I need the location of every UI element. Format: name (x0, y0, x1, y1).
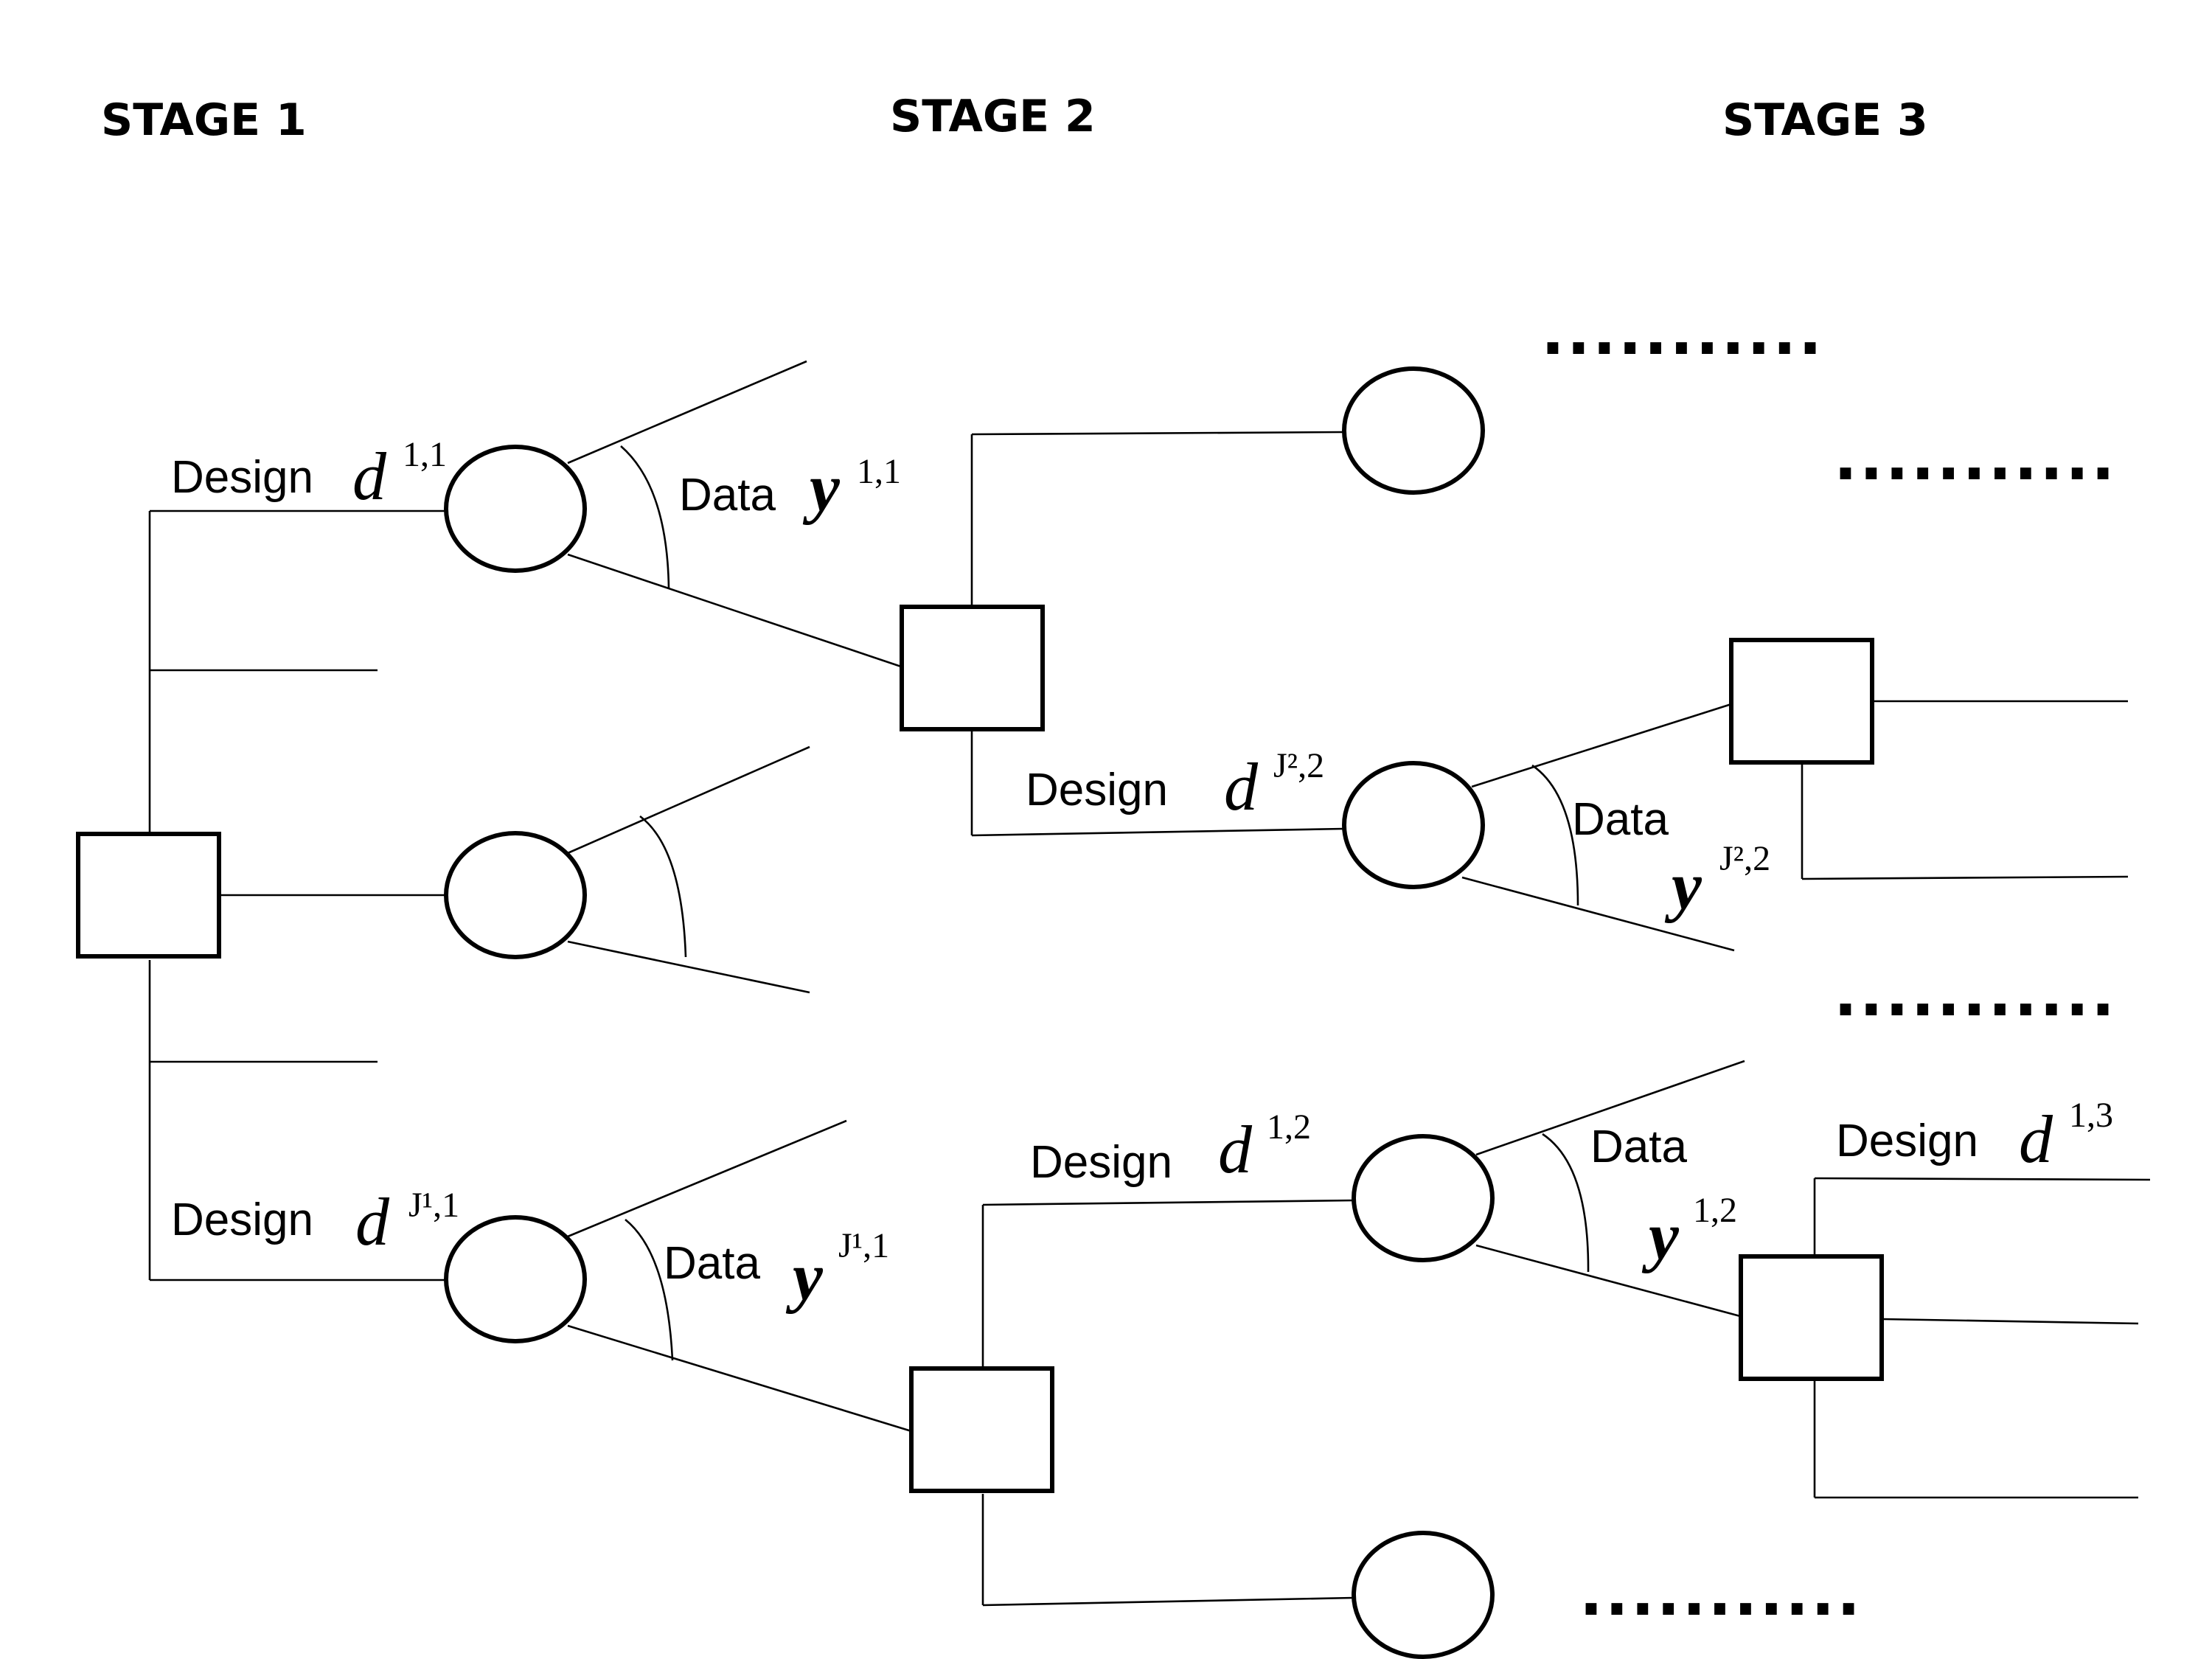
chance-node-6 (1352, 1134, 1495, 1262)
chance-node-7 (1352, 1531, 1495, 1659)
design-var-d-2: d (355, 1184, 390, 1259)
data-sup-1: 1,1 (857, 452, 901, 491)
stage-3-branches (1801, 700, 2151, 1499)
stage-1-branches (148, 509, 448, 1281)
stage-2-title: STAGE 2 (890, 91, 1096, 142)
stage-2-data-branches (1461, 703, 1745, 1318)
data-label-1: Data (679, 470, 776, 521)
stage-1-data-branches (567, 360, 912, 1433)
data-sup-4: 1,2 (1693, 1191, 1737, 1230)
design-var-d-3: d (1224, 749, 1259, 824)
continuation-dots-1: ........... (1541, 296, 1824, 369)
decision-node-stage3-top (1729, 638, 1874, 765)
data-label-2: Data (664, 1238, 760, 1289)
decision-node-stage2-top (900, 605, 1045, 731)
chance-node-3 (444, 1215, 587, 1343)
design-label-5: Design (1836, 1116, 1978, 1166)
chance-node-5 (1342, 761, 1485, 889)
data-var-y-2: y (785, 1239, 824, 1314)
continuation-dots-4: ........... (1579, 1557, 1863, 1630)
design-sup-1: 1,1 (403, 435, 447, 474)
design-var-d-1: d (352, 439, 387, 514)
design-var-d-5: d (2019, 1102, 2053, 1177)
data-label-4: Data (1590, 1121, 1687, 1172)
stage-3-title: STAGE 3 (1722, 94, 1928, 146)
decision-node-root (76, 832, 221, 959)
data-var-y-4: y (1641, 1198, 1680, 1273)
design-sup-4: 1,2 (1267, 1107, 1311, 1147)
design-sup-3: J²,2 (1273, 746, 1324, 785)
design-label-3: Design (1026, 765, 1168, 815)
design-label-4: Design (1030, 1137, 1172, 1188)
chance-node-4 (1342, 366, 1485, 495)
data-sup-2: J¹,1 (838, 1226, 889, 1265)
stage-1-title: STAGE 1 (101, 94, 307, 146)
continuation-dots-3: ........... (1834, 958, 2117, 1030)
continuation-dots-2: ........... (1834, 422, 2117, 494)
chance-node-2 (444, 831, 587, 959)
design-sup-2: J¹,1 (408, 1186, 459, 1225)
design-label-1: Design (171, 452, 313, 503)
design-label-2: Design (171, 1194, 313, 1245)
data-var-y-1: y (802, 450, 841, 525)
decision-nodes (76, 605, 1884, 1493)
chance-node-1 (444, 445, 587, 573)
data-sup-3: J²,2 (1719, 839, 1770, 878)
design-sup-5: 1,3 (2069, 1096, 2113, 1135)
design-var-d-4: d (1218, 1112, 1253, 1187)
decision-node-stage2-bottom (909, 1366, 1054, 1493)
data-var-y-3: y (1664, 848, 1703, 923)
stage-2-branches (970, 431, 1354, 1607)
data-label-3: Data (1572, 794, 1669, 845)
decision-node-stage3-bottom (1739, 1254, 1884, 1381)
chance-nodes (444, 366, 1495, 1659)
